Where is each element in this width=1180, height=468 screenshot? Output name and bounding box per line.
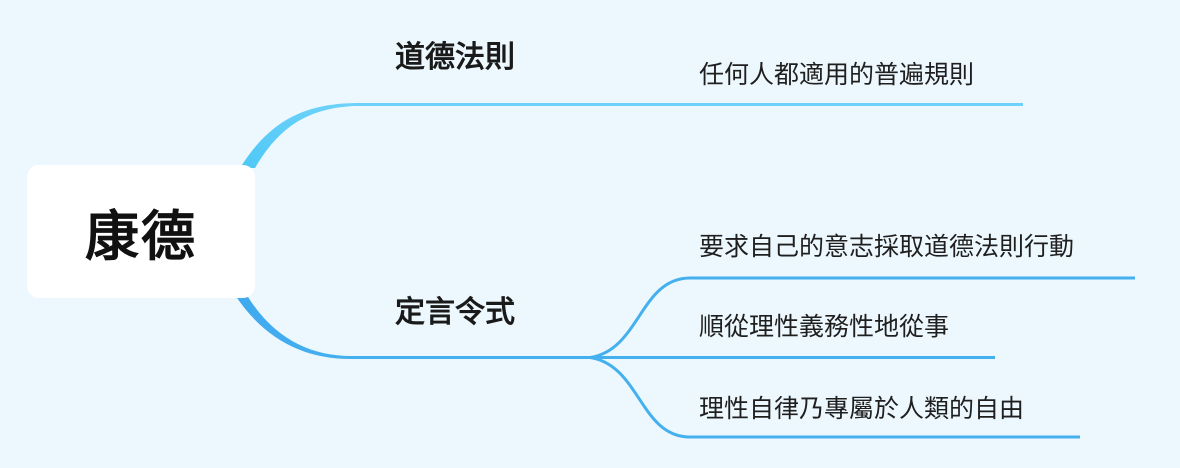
edge-root-to-categorical-imperative [235, 292, 355, 360]
edge-to-leaf-will [589, 276, 1135, 359]
leaf-label-duty[interactable]: 順從理性義務性地從事 [699, 312, 950, 341]
leaf-label-will[interactable]: 要求自己的意志採取道德法則行動 [699, 232, 1075, 261]
leaf-label-autonomy[interactable]: 理性自律乃專屬於人類的自由 [699, 394, 1025, 423]
branch-label-categorical-imperative[interactable]: 定言令式 [395, 295, 515, 330]
edge-to-leaf-autonomy [589, 356, 1080, 439]
root-node[interactable]: 康德 [27, 165, 255, 298]
branch-label-moral-law[interactable]: 道德法則 [395, 40, 515, 75]
leaf-label-universal-rule[interactable]: 任何人都適用的普遍規則 [699, 60, 975, 89]
root-label: 康德 [85, 205, 197, 268]
edge-root-to-moral-law [240, 103, 355, 168]
